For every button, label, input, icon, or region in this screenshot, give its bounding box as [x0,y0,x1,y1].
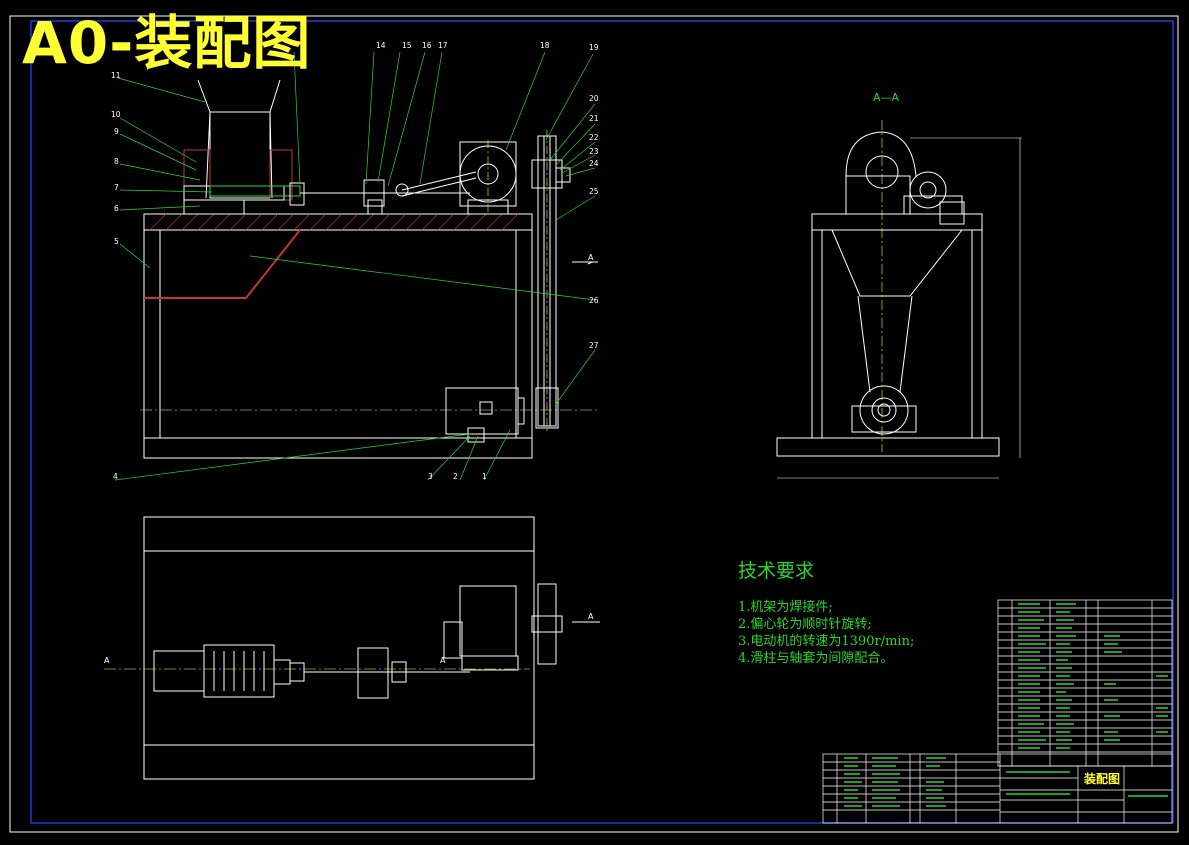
part-number: 6 [114,204,119,213]
part-number: 10 [111,110,121,119]
part-number-labels: 1 2 3 4 5 6 7 8 9 10 11 14 15 16 17 18 1… [111,41,599,481]
tech-requirement-item: 4.滑柱与轴套为间隙配合。 [738,651,894,666]
title-block-entries [844,757,1168,807]
part-number: 18 [540,41,550,50]
side-view [776,120,1022,479]
part-number: 23 [589,147,599,156]
section-mark: A [588,253,594,262]
parts-list-entries [1018,603,1168,749]
title-block [822,753,1173,824]
tech-requirement-item: 3.电动机的转速为1390r/min; [738,634,915,649]
front-view [140,79,600,459]
part-number: 16 [422,41,432,50]
part-number: 22 [589,133,599,142]
tech-requirements-heading: 技术要求 [738,560,815,582]
section-mark: A [104,656,110,665]
part-number: 3 [428,472,433,481]
tech-requirement-item: 2.偏心轮为顺时针旋转; [738,617,872,632]
part-number: 9 [114,127,119,136]
sheet-title: A0-装配图 [22,9,312,77]
inner-border [30,20,1174,824]
part-number: 4 [113,472,118,481]
part-number: 5 [114,237,119,246]
part-number: 25 [589,187,599,196]
part-number: 1 [482,472,487,481]
part-number: 27 [589,341,599,350]
part-number: 8 [114,157,119,166]
part-number: 21 [589,114,599,123]
part-number: 19 [589,43,599,52]
title-block-drawing-name: 装配图 [1083,771,1120,786]
tech-requirement-item: 1.机架为焊接件; [738,600,833,615]
technical-requirements: 技术要求 1.机架为焊接件; 2.偏心轮为顺时针旋转; 3.电动机的转速为139… [738,556,914,667]
part-number: 2 [453,472,458,481]
part-number: 11 [111,71,121,80]
part-number: 24 [589,159,599,168]
part-number: 7 [114,183,119,192]
part-number: 14 [376,41,386,50]
section-mark: A [440,656,446,665]
outer-border [9,15,1179,833]
section-mark: A [588,612,594,621]
section-label: A—A [873,91,900,104]
part-number: 20 [589,94,599,103]
top-view [104,516,563,780]
leader-lines [114,51,596,481]
part-number: 15 [402,41,412,50]
parts-list [997,599,1173,767]
part-number: 17 [438,41,448,50]
part-number: 26 [589,296,599,305]
